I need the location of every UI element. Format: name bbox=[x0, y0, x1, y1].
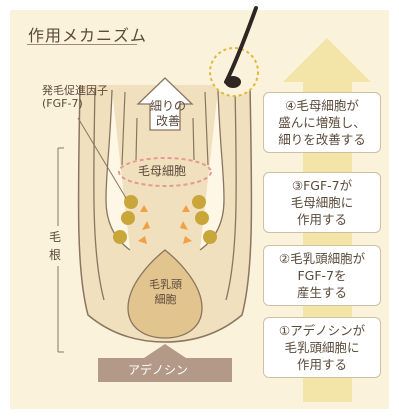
improve-label: 細りの 改善 bbox=[150, 99, 187, 128]
adenosine-bar bbox=[98, 358, 232, 382]
improve-arrow bbox=[136, 77, 194, 131]
hair-bulb bbox=[225, 76, 241, 88]
follicle-sheath-left bbox=[93, 87, 105, 301]
zoom-circle bbox=[209, 47, 259, 97]
growth-factor-leader bbox=[77, 117, 127, 199]
follicle-sheath-right bbox=[225, 87, 237, 301]
matrix-ring bbox=[118, 157, 212, 187]
growth-factor-label: 発毛促進因子 (FGF-7) bbox=[42, 84, 108, 110]
fgf7-ball bbox=[192, 195, 206, 209]
fgf7-ball bbox=[121, 211, 135, 225]
title-underline bbox=[27, 44, 137, 45]
step-3-box: ③FGF-7が毛母細胞に作用する bbox=[263, 172, 381, 233]
shaft-line-1 bbox=[121, 91, 126, 166]
step-4-box: ④毛母細胞が盛んに増殖し、細りを改善する bbox=[263, 92, 381, 153]
follicle-outer bbox=[77, 84, 253, 343]
shaft-line-2 bbox=[204, 91, 209, 166]
hair-root-label: 毛 根 bbox=[49, 226, 62, 266]
page-title: 作用メカニズム bbox=[28, 26, 148, 45]
fgf7-ball bbox=[113, 230, 127, 244]
shaft-line-4 bbox=[192, 117, 195, 161]
adenosine-arrow bbox=[144, 344, 186, 358]
fgf7-ball bbox=[203, 230, 217, 244]
dermal-papilla bbox=[127, 249, 203, 339]
papilla-label: 毛乳頭 細胞 bbox=[149, 278, 182, 306]
fgf7-ball bbox=[195, 211, 209, 225]
hair-strand bbox=[224, 6, 258, 84]
shaft-line-3 bbox=[135, 117, 138, 161]
fgf7-arrows bbox=[138, 205, 192, 244]
step-1-box: ①アデノシンが毛乳頭細胞に作用する bbox=[263, 317, 381, 378]
fgf7-ball bbox=[124, 195, 138, 209]
adenosine-label: アデノシン bbox=[128, 363, 189, 377]
matrix-label: 毛母細胞 bbox=[138, 164, 187, 178]
